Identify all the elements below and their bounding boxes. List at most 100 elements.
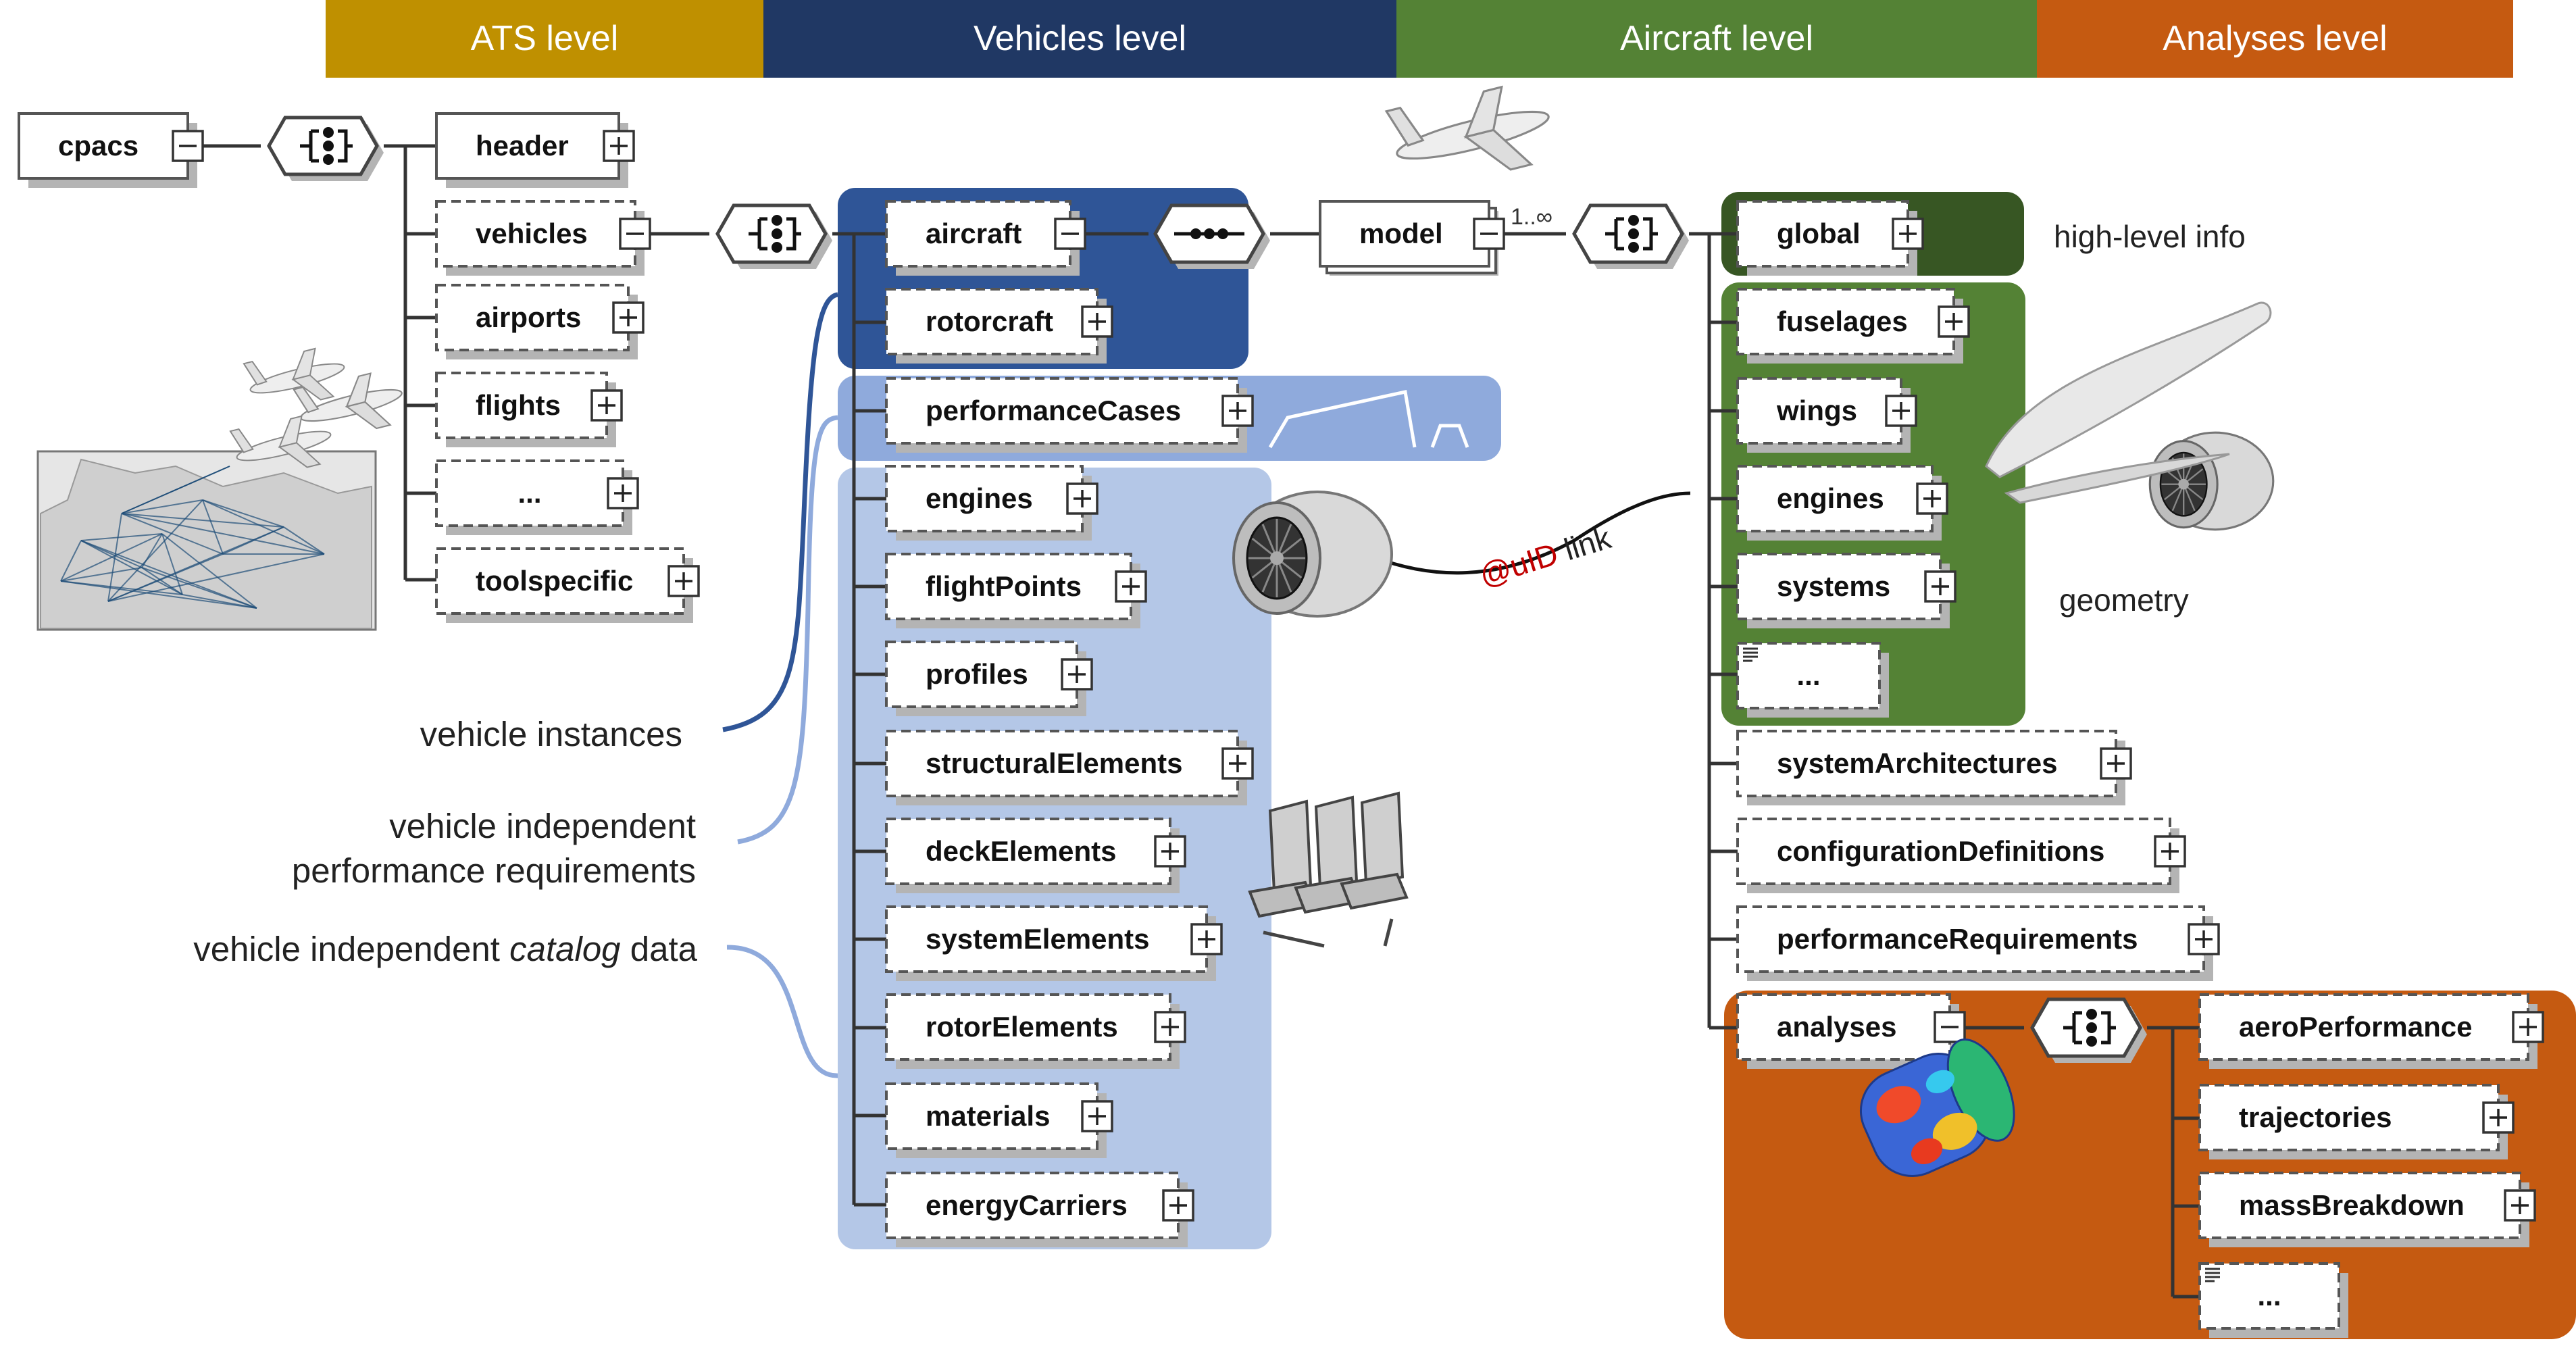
node-airports[interactable]: airports xyxy=(435,284,645,359)
expand-icon[interactable] xyxy=(1162,1189,1194,1222)
fe-hotspot xyxy=(1925,1070,1955,1093)
expand-icon[interactable] xyxy=(2154,835,2186,868)
expand-icon[interactable] xyxy=(2100,747,2132,780)
collapse-icon[interactable] xyxy=(1473,218,1505,250)
route-line xyxy=(60,540,82,582)
node-box xyxy=(1736,642,1881,709)
node-systemElements[interactable]: systemElements xyxy=(885,905,1223,981)
annotation-high-level-info: high-level info xyxy=(2054,219,2246,254)
route-line xyxy=(107,553,325,602)
node-systems[interactable]: systems xyxy=(1736,553,1956,628)
collapse-icon[interactable] xyxy=(1054,218,1086,250)
node-flights[interactable]: flights xyxy=(435,372,623,447)
plane-wing xyxy=(278,415,303,448)
node-performanceRequirements[interactable]: performanceRequirements xyxy=(1736,905,2220,981)
node-label: massBreakdown xyxy=(2239,1189,2465,1221)
annotation-vehicle-instances: vehicle instances xyxy=(420,715,682,753)
node-rotorElements[interactable]: rotorElements xyxy=(885,993,1186,1069)
expand-icon[interactable] xyxy=(2482,1101,2515,1134)
expand-icon[interactable] xyxy=(2188,923,2220,955)
node-box xyxy=(1736,818,2171,885)
node-aeroPerformance[interactable]: aeroPerformance xyxy=(2198,993,2544,1069)
node-label: ... xyxy=(1796,659,1820,691)
route-line xyxy=(283,526,325,555)
node-label: cpacs xyxy=(58,130,138,161)
collapse-icon[interactable] xyxy=(1934,1011,1966,1043)
node-analyses[interactable]: analyses xyxy=(1736,993,1966,1069)
expand-icon[interactable] xyxy=(612,301,645,334)
route-line xyxy=(141,567,183,595)
aircraft-picture xyxy=(293,372,403,430)
node-model[interactable]: model xyxy=(1319,200,1505,276)
expand-icon[interactable] xyxy=(607,477,639,509)
node-rotorcraft[interactable]: rotorcraft xyxy=(885,288,1113,364)
toggle-box xyxy=(590,389,623,422)
node-vehicles[interactable]: vehicles xyxy=(435,200,651,276)
node-trajectories[interactable]: trajectories xyxy=(2198,1084,2515,1159)
expand-icon[interactable] xyxy=(1892,218,1924,250)
plane-wing xyxy=(345,372,372,408)
flight-network-map xyxy=(36,450,377,631)
node-aircraft[interactable]: aircraft xyxy=(885,200,1086,276)
node-label: flightPoints xyxy=(926,570,1082,602)
node-engines_aircraft[interactable]: engines xyxy=(1736,465,1948,541)
node-box xyxy=(1736,730,2117,797)
expand-icon[interactable] xyxy=(603,130,635,162)
expand-icon[interactable] xyxy=(590,389,623,422)
expand-icon[interactable] xyxy=(1221,395,1254,427)
node-box xyxy=(1736,288,1955,355)
node-configurationDefinitions[interactable]: configurationDefinitions xyxy=(1736,818,2186,893)
node-deckElements[interactable]: deckElements xyxy=(885,818,1186,893)
node-fuselages[interactable]: fuselages xyxy=(1736,288,1970,364)
node-wings[interactable]: wings xyxy=(1736,377,1917,453)
expand-icon[interactable] xyxy=(1115,570,1147,603)
expand-icon[interactable] xyxy=(2512,1011,2544,1043)
level-band-2: Vehicles level xyxy=(763,0,1396,78)
level-band-label: ATS level xyxy=(471,19,619,58)
node-header[interactable]: header xyxy=(435,112,635,188)
expand-icon[interactable] xyxy=(1885,395,1917,427)
collapse-icon[interactable] xyxy=(172,130,204,162)
node-analyses_more[interactable]: ... xyxy=(2198,1262,2348,1338)
expand-icon[interactable] xyxy=(1061,658,1093,691)
choice-icon-dot xyxy=(2086,1022,2097,1033)
expand-icon[interactable] xyxy=(1916,482,1948,515)
expand-icon[interactable] xyxy=(1081,305,1113,338)
node-box xyxy=(2198,993,2529,1061)
collapse-icon[interactable] xyxy=(619,218,651,250)
toggle-box xyxy=(2512,1011,2544,1043)
expand-icon[interactable] xyxy=(2504,1189,2536,1222)
vehicle-instances-connector xyxy=(722,292,838,732)
node-global[interactable]: global xyxy=(1736,200,1924,276)
node-massBreakdown[interactable]: massBreakdown xyxy=(2198,1172,2536,1247)
node-toolspecific[interactable]: toolspecific xyxy=(435,547,700,623)
node-aircraft_more[interactable]: ... xyxy=(1736,642,1889,718)
expand-icon[interactable] xyxy=(667,565,700,597)
expand-icon[interactable] xyxy=(1190,923,1223,955)
node-energyCarriers[interactable]: energyCarriers xyxy=(885,1172,1194,1247)
node-structuralElements[interactable]: structuralElements xyxy=(885,730,1254,805)
route-line xyxy=(202,499,284,528)
node-ats_more[interactable]: ... xyxy=(435,459,639,535)
expand-icon[interactable] xyxy=(1154,835,1186,868)
choice-icon-dot xyxy=(2086,1009,2097,1020)
node-engines_catalog[interactable]: engines xyxy=(885,465,1098,541)
expand-icon[interactable] xyxy=(1081,1100,1113,1132)
node-label: energyCarriers xyxy=(926,1189,1128,1221)
node-performanceCases[interactable]: performanceCases xyxy=(885,377,1254,453)
expand-icon[interactable] xyxy=(1066,482,1098,515)
node-systemArchitectures[interactable]: systemArchitectures xyxy=(1736,730,2132,805)
node-label: rotorcraft xyxy=(926,305,1053,337)
node-cpacs[interactable]: cpacs xyxy=(18,112,204,188)
node-box xyxy=(2198,1172,2521,1239)
expand-icon[interactable] xyxy=(1924,570,1956,603)
vehicles-choice-compositor xyxy=(715,203,832,269)
node-profiles[interactable]: profiles xyxy=(885,641,1093,716)
node-flightPoints[interactable]: flightPoints xyxy=(885,553,1147,628)
choice-icon-dot xyxy=(323,154,334,165)
node-materials[interactable]: materials xyxy=(885,1082,1113,1158)
expand-icon[interactable] xyxy=(1221,747,1254,780)
expand-icon[interactable] xyxy=(1154,1011,1186,1043)
expand-icon[interactable] xyxy=(1938,305,1970,338)
node-label: structuralElements xyxy=(926,747,1182,779)
